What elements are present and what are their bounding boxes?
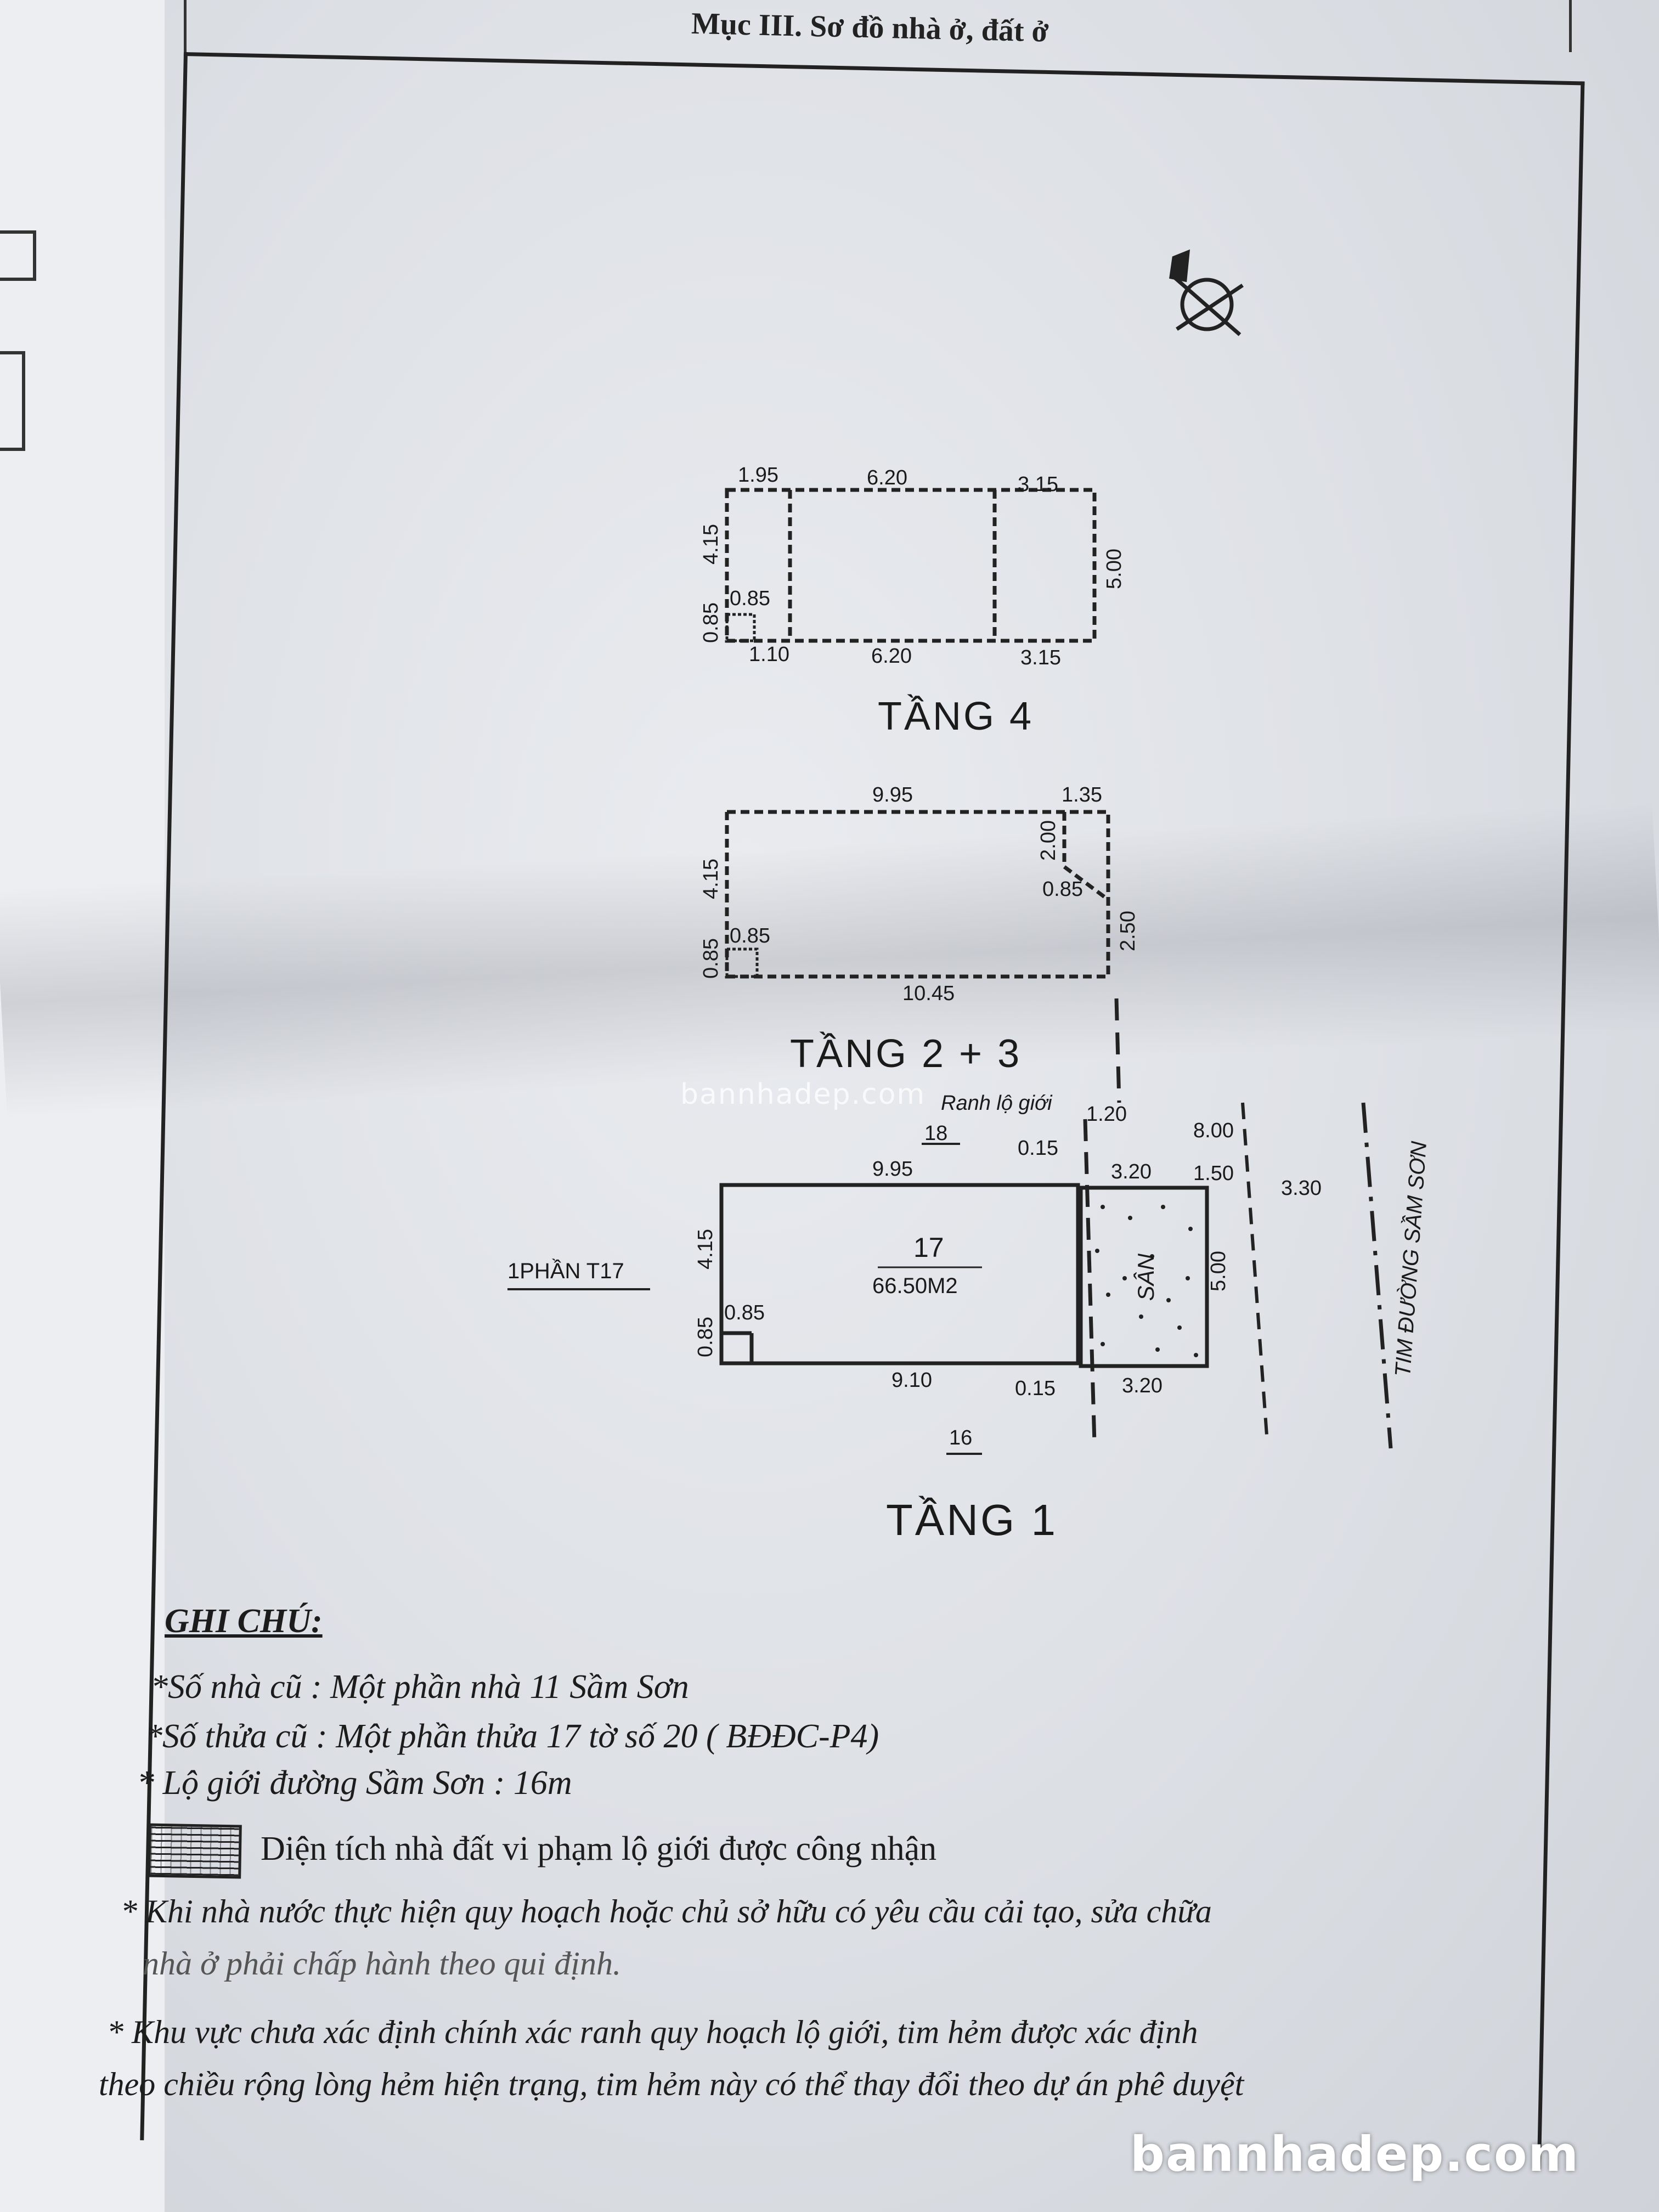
floor23-notch-dim-v: 2.00 bbox=[1037, 820, 1060, 861]
road-edge-line bbox=[1241, 1102, 1269, 1443]
floor4-top-dim-1: 1.95 bbox=[738, 464, 778, 487]
road-dim-1: 8.00 bbox=[1193, 1119, 1234, 1142]
floor1-bottom-dim-2: 0.15 bbox=[1015, 1377, 1056, 1400]
floor23-top-dim-2: 1.35 bbox=[1062, 783, 1102, 806]
header-frame bbox=[184, 0, 1572, 52]
floor23-boundary-line bbox=[1114, 998, 1121, 1103]
note-para2-line2: theo chiều rộng lòng hẻm hiện trạng, tim… bbox=[99, 2066, 1244, 2102]
note-line-2: *Số thửa cũ : Một phần thửa 17 tờ số 20 … bbox=[145, 1718, 879, 1755]
floor4-left-dim-2: 0.85 bbox=[699, 602, 723, 643]
floor4-plan bbox=[725, 488, 1097, 643]
lot-area: 66.50M2 bbox=[872, 1274, 958, 1298]
road-dim-2: 3.30 bbox=[1281, 1177, 1322, 1200]
note-para1-line1: * Khi nhà nước thực hiện quy hoạch hoặc … bbox=[121, 1893, 1212, 1929]
lot-number: 17 bbox=[913, 1232, 944, 1263]
floor23-stair-mark bbox=[725, 947, 759, 978]
watermark-mid: bannhadep.com bbox=[680, 1078, 926, 1111]
legend-hatch-symbol bbox=[148, 1823, 242, 1879]
note-line-1: *Số nhà cũ : Một phần nhà 11 Sầm Sơn bbox=[151, 1668, 689, 1706]
floor1-inner-dim: 0.85 bbox=[724, 1301, 765, 1324]
floor4-inner-dim: 0.85 bbox=[730, 587, 770, 610]
floor1-top-dim-1: 9.95 bbox=[872, 1158, 913, 1181]
floor4-top-dim-2: 6.20 bbox=[867, 466, 907, 489]
floor23-right-dim: 2.50 bbox=[1116, 911, 1139, 951]
yard-dim: 5.00 bbox=[1207, 1251, 1230, 1291]
road-boundary-line bbox=[1083, 1119, 1097, 1443]
floor4-left-dim-1: 4.15 bbox=[699, 524, 723, 565]
neighbor-left: 1PHẦN T17 bbox=[507, 1259, 624, 1283]
adjacent-page-edge bbox=[0, 0, 165, 2212]
boundary-dim: 1.20 bbox=[1086, 1103, 1127, 1126]
floor4-title: TẦNG 4 bbox=[878, 695, 1034, 738]
floor1-top-dim-3: 3.20 bbox=[1111, 1160, 1152, 1183]
floor1-bottom-dim-1: 9.10 bbox=[891, 1369, 932, 1392]
floor23-left-dim-1: 4.15 bbox=[699, 859, 723, 899]
notes-title: GHI CHÚ: bbox=[165, 1602, 323, 1640]
floor1-title: TẦNG 1 bbox=[886, 1496, 1058, 1544]
note-line-3: * Lộ giới đường Sầm Sơn : 16m bbox=[137, 1764, 572, 1802]
legend-label: Diện tích nhà đất vi phạm lộ giới được c… bbox=[261, 1830, 937, 1867]
note-para2-line1: * Khu vực chưa xác định chính xác ranh q… bbox=[107, 2014, 1198, 2050]
floor1-left-dim-1: 4.15 bbox=[694, 1229, 717, 1269]
floor23-inner-dim: 0.85 bbox=[730, 924, 770, 947]
floor4-right-dim: 5.00 bbox=[1103, 549, 1126, 589]
boundary-label: Ranh lộ giới bbox=[941, 1092, 1052, 1115]
floor1-top-dim-2: 0.15 bbox=[1018, 1137, 1058, 1160]
adjacent-page-mark bbox=[0, 351, 25, 451]
floor4-bottom-dim-2: 6.20 bbox=[871, 645, 912, 668]
yard-label: SÂN bbox=[1133, 1254, 1159, 1301]
floor4-bottom-dim-1: 1.10 bbox=[749, 643, 789, 666]
yard-dots bbox=[1095, 1205, 1198, 1357]
floor23-top-dim-1: 9.95 bbox=[872, 783, 913, 806]
road-centerline bbox=[1361, 1102, 1393, 1449]
watermark-bottom: bannhadep.com bbox=[1130, 2126, 1580, 2182]
floor4-stair-mark bbox=[725, 613, 756, 642]
neighbor-bottom: 16 bbox=[949, 1426, 973, 1449]
adjacent-page-mark bbox=[0, 230, 36, 281]
floor23-title: TẦNG 2 + 3 bbox=[790, 1032, 1022, 1076]
floor1-plan bbox=[719, 1183, 1209, 1368]
floor1-top-dim-4: 1.50 bbox=[1193, 1162, 1234, 1185]
floor23-notch-dim-h: 0.85 bbox=[1042, 878, 1083, 901]
floor4-bottom-dim-3: 3.15 bbox=[1020, 646, 1061, 669]
note-para1-line2: nhà ở phải chấp hành theo qui định. bbox=[143, 1945, 621, 1982]
floor1-left-dim-2: 0.85 bbox=[694, 1317, 717, 1357]
floor23-left-dim-2: 0.85 bbox=[699, 938, 723, 979]
floor4-top-dim-3: 3.15 bbox=[1018, 473, 1058, 496]
floor23-bottom-dim: 10.45 bbox=[902, 982, 955, 1005]
north-arrow-icon bbox=[1169, 249, 1244, 336]
floor1-bottom-dim-3: 3.20 bbox=[1122, 1374, 1163, 1397]
neighbor-top: 18 bbox=[924, 1122, 948, 1145]
